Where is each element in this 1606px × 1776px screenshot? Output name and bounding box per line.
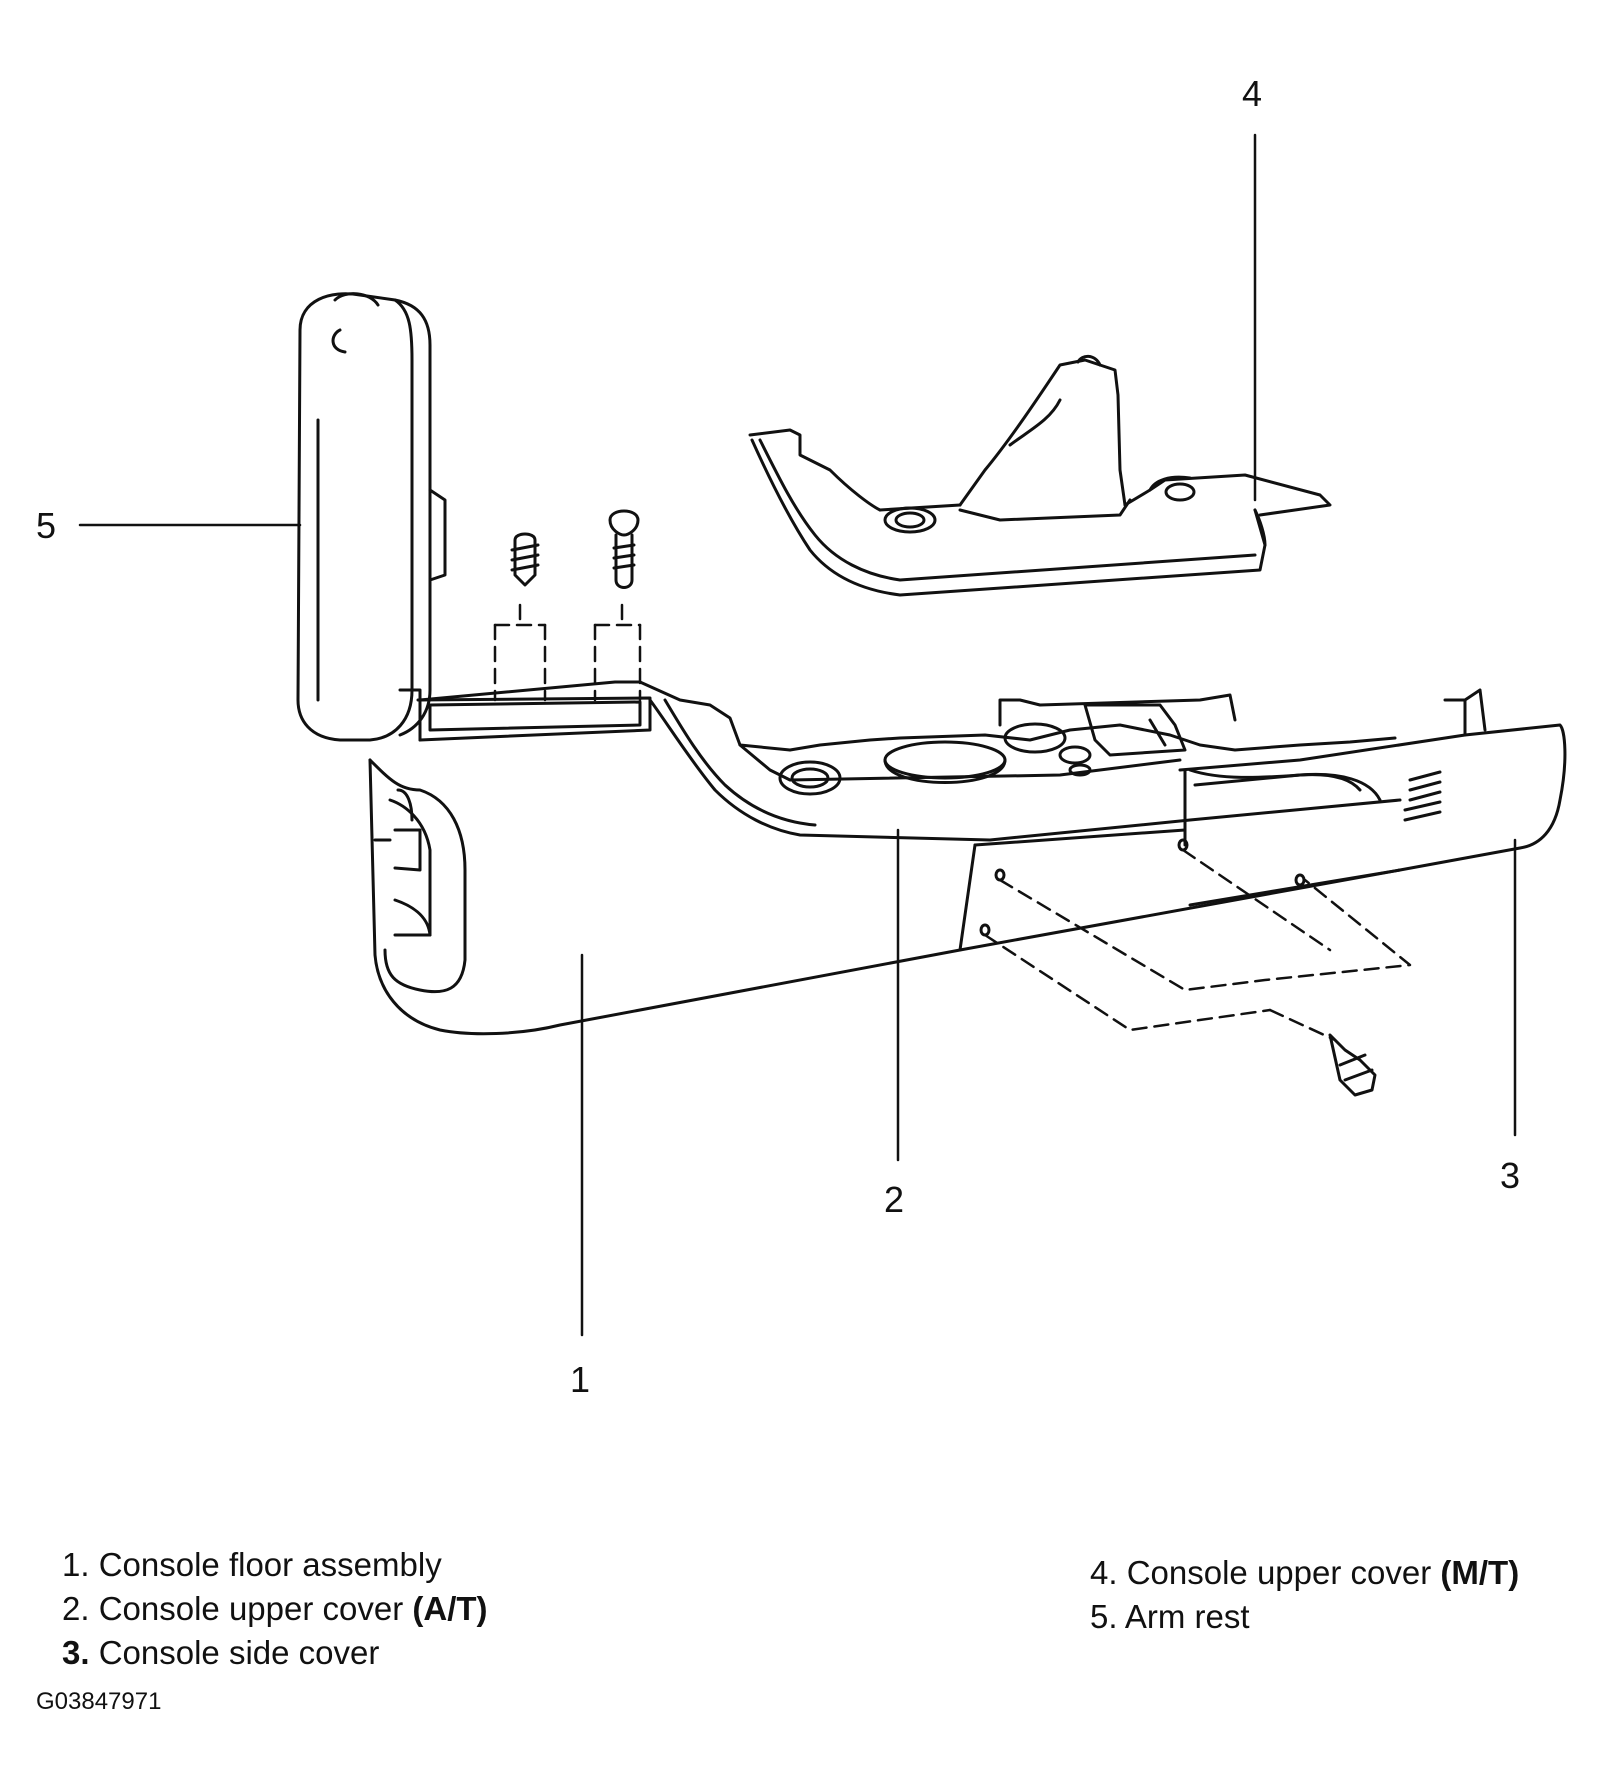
legend-item-5: 5. Arm rest — [1090, 1600, 1250, 1633]
legend-item-1: 1. Console floor assembly — [62, 1548, 442, 1581]
legend-item-4: 4. Console upper cover (M/T) — [1090, 1556, 1519, 1589]
leader-lines — [80, 135, 1515, 1335]
legend-item-3-number: 3. — [62, 1634, 90, 1671]
legend-item-3: 3. Console side cover — [62, 1636, 379, 1669]
console-upper-cover-mt-part — [750, 356, 1330, 595]
callout-5: 5 — [36, 505, 57, 546]
legend-item-5-number: 5. — [1090, 1598, 1118, 1635]
legend-item-2: 2. Console upper cover (A/T) — [62, 1592, 488, 1625]
callout-3: 3 — [1500, 1155, 1521, 1196]
legend-item-3-text: Console side cover — [98, 1634, 380, 1671]
console-side-cover-part — [1180, 690, 1565, 905]
legend-item-2-text: Console upper cover — [98, 1590, 404, 1627]
mounting-holes — [981, 840, 1304, 935]
clip-fastener-bottom — [1330, 1035, 1375, 1095]
figure-code: G03847971 — [36, 1688, 162, 1715]
legend-item-4-suffix: (M/T) — [1440, 1554, 1520, 1591]
screw-fastener-top — [610, 511, 638, 588]
legend-item-4-number: 4. — [1090, 1554, 1118, 1591]
legend-item-2-number: 2. — [62, 1590, 90, 1627]
legend-item-1-text: Console floor assembly — [98, 1546, 442, 1583]
legend-item-5-text: Arm rest — [1124, 1598, 1250, 1635]
install-guide-lines — [495, 605, 1410, 1040]
legend-item-4-text: Console upper cover — [1126, 1554, 1432, 1591]
arm-rest-part — [298, 294, 445, 740]
console-upper-cover-at-part — [650, 695, 1400, 840]
legend-item-1-number: 1. — [62, 1546, 90, 1583]
callout-1: 1 — [570, 1359, 591, 1400]
clip-fastener-top-left — [512, 534, 538, 585]
legend-item-2-suffix: (A/T) — [412, 1590, 488, 1627]
console-floor-part — [370, 682, 1400, 1034]
callout-2: 2 — [884, 1179, 905, 1220]
callout-4: 4 — [1242, 73, 1263, 114]
